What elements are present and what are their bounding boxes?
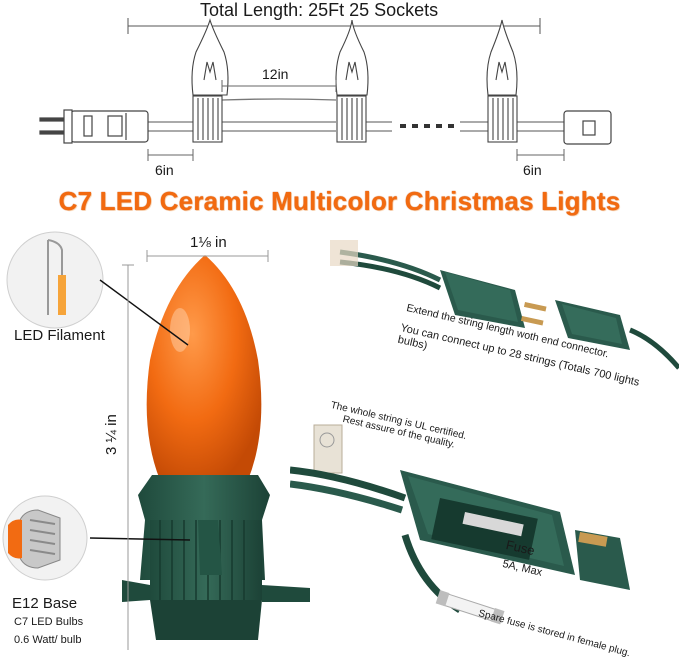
spacing-label: 12in: [262, 66, 289, 82]
wire: [148, 98, 564, 132]
filament-label: LED Filament: [14, 327, 105, 344]
orange-bulb: [146, 255, 262, 480]
product-headline: C7 LED Ceramic Multicolor Christmas Ligh…: [58, 186, 621, 216]
male-plug: [39, 109, 149, 144]
bulb-type-label: C7 LED Bulbs: [14, 616, 84, 628]
bulb-socket-3: [486, 19, 518, 143]
string-length-diagram: [0, 0, 679, 185]
bulb-illustration: [2, 231, 310, 650]
bulb-height-label: 3 ¼ in: [103, 414, 120, 455]
base-inset: [2, 495, 88, 581]
gap-dashes: [400, 124, 454, 128]
end-connector-illustration: [330, 240, 679, 370]
total-length-label: Total Length: 25Ft 25 Sockets: [200, 0, 439, 20]
base-label: E12 Base: [12, 595, 78, 612]
spare-fuse: [435, 589, 505, 625]
filament-inset: [6, 231, 104, 329]
bulb-socket-2: [335, 19, 369, 143]
fuse-plug-illustration: [290, 424, 630, 625]
bulb-width-label: 1⅛ in: [190, 234, 227, 251]
lead-right-label: 6in: [523, 162, 542, 178]
wattage-label: 0.6 Watt/ bulb: [14, 634, 82, 646]
lead-left-label: 6in: [155, 162, 174, 178]
bulb-socket-1: [191, 18, 229, 143]
female-plug: [563, 110, 612, 145]
green-socket: [122, 475, 310, 640]
string-diagram-graphic: [39, 18, 612, 161]
